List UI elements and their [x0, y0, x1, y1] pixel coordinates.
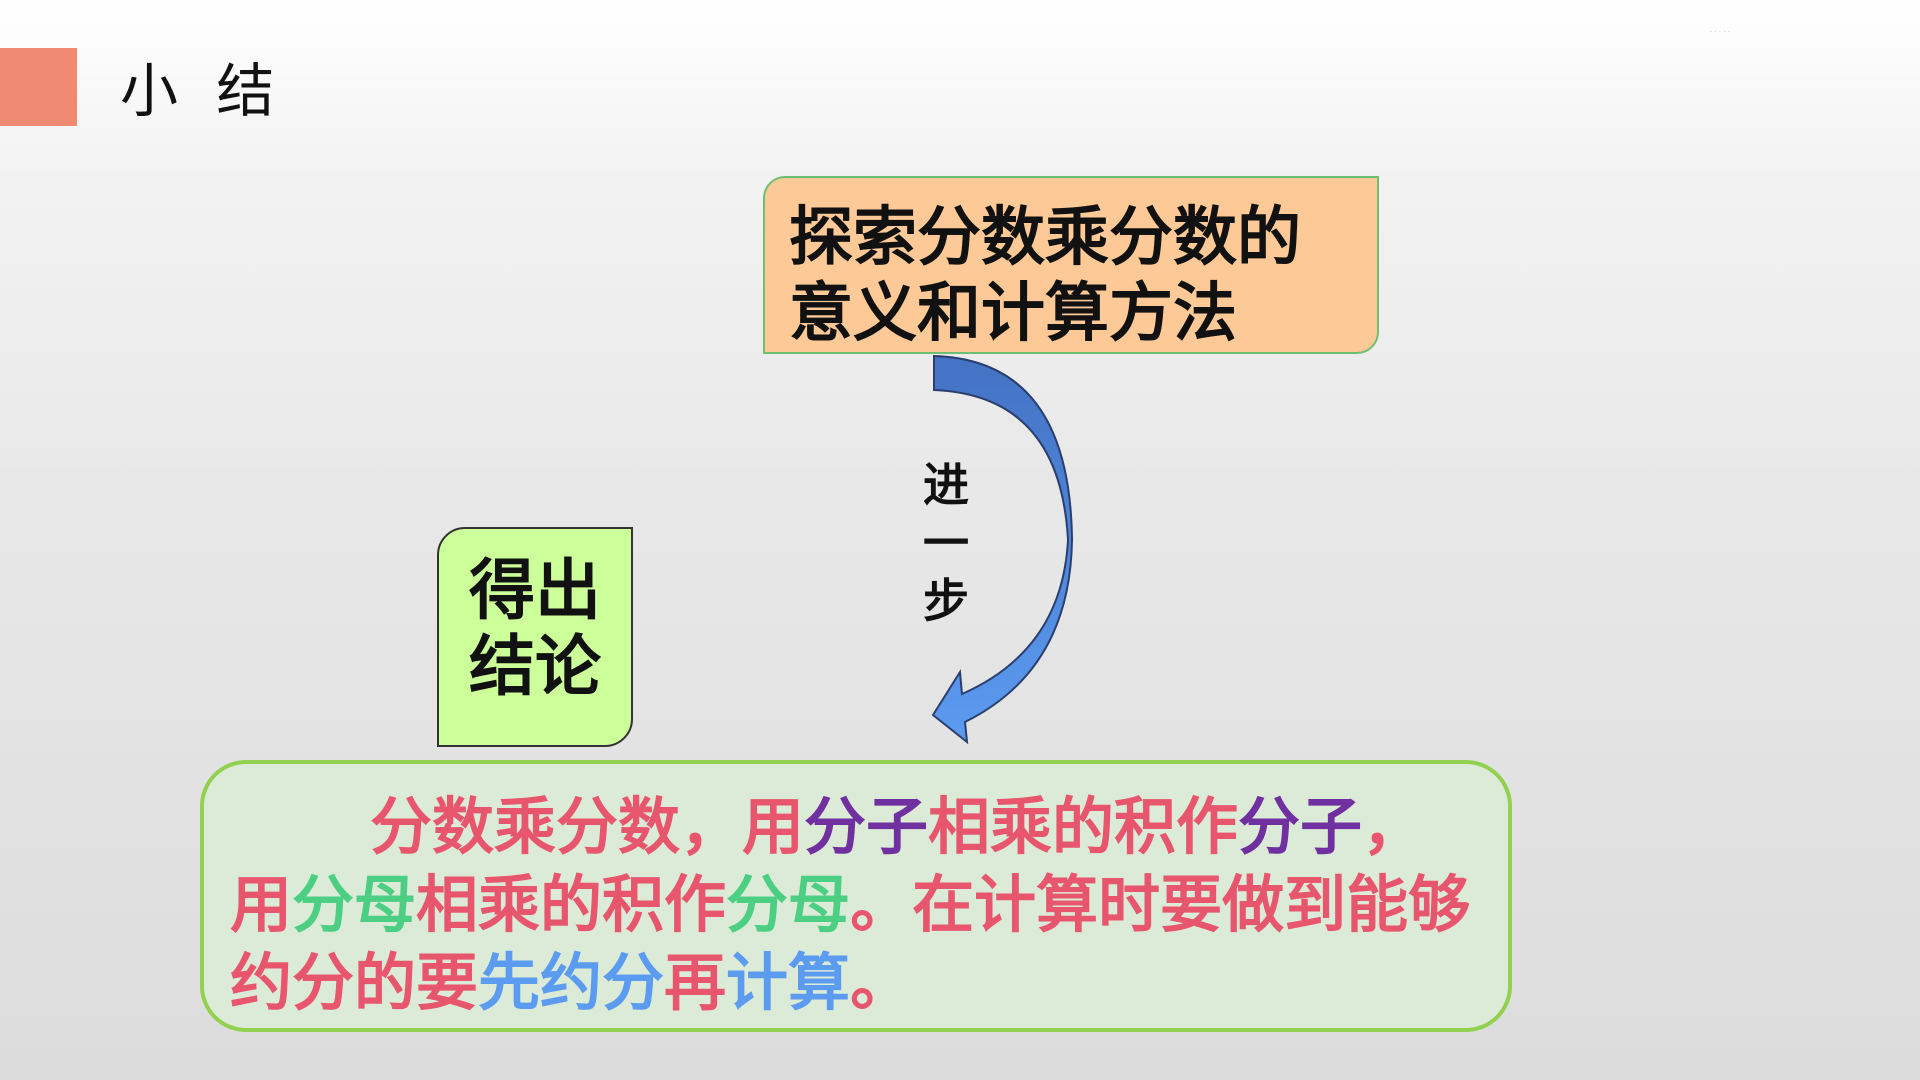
result-segment: 相乘的积作	[416, 868, 727, 941]
slide-title: 小 结	[120, 57, 285, 125]
further-step-label: 进 一 步	[923, 458, 969, 628]
result-segment: 。在计算时要做到能够约分的要	[230, 868, 1471, 1019]
explore-line-1: 探索分数乘分数的	[789, 201, 1301, 275]
result-segment: 分母	[726, 868, 851, 941]
watermark: · · · · ·	[1710, 28, 1731, 36]
result-segment: 分数乘分数，用	[370, 790, 805, 863]
result-segment: 分子	[804, 790, 929, 863]
result-segment: 计算	[726, 946, 851, 1019]
result-box: 分数乘分数，用分子相乘的积作分子，用分母相乘的积作分母。在计算时要做到能够约分的…	[200, 760, 1512, 1032]
result-segment: 相乘的积作	[928, 790, 1239, 863]
title-accent-bar	[0, 48, 77, 126]
curved-arrow-body	[931, 354, 1074, 745]
result-segment: 再	[664, 946, 727, 1019]
result-segment: 。	[850, 946, 913, 1019]
result-segment: 分子	[1238, 790, 1363, 863]
explore-box: 探索分数乘分数的 意义和计算方法	[763, 176, 1379, 354]
conclusion-box: 得出 结论	[437, 527, 633, 747]
curved-arrow-icon	[931, 354, 1074, 745]
result-segment: ，用	[230, 790, 1425, 941]
result-segment: 分母	[292, 868, 417, 941]
result-segment: 先约分	[478, 946, 665, 1019]
explore-line-2: 意义和计算方法	[789, 277, 1237, 351]
